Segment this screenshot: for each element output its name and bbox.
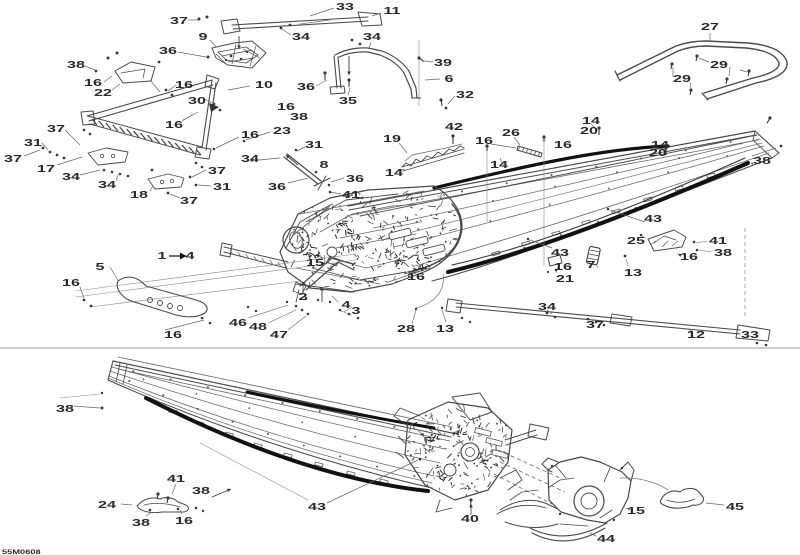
svg-text:30: 30 <box>188 95 206 106</box>
svg-text:29: 29 <box>710 59 728 70</box>
svg-text:31: 31 <box>24 137 43 148</box>
svg-text:16: 16 <box>407 271 425 282</box>
svg-text:16: 16 <box>554 261 572 272</box>
svg-text:14: 14 <box>651 139 670 150</box>
svg-text:14: 14 <box>490 159 509 170</box>
svg-text:11: 11 <box>383 5 401 16</box>
svg-text:38: 38 <box>132 517 151 528</box>
svg-text:46: 46 <box>229 317 247 328</box>
svg-text:36: 36 <box>268 181 286 192</box>
svg-text:16: 16 <box>62 277 80 288</box>
svg-text:18: 18 <box>130 189 149 200</box>
svg-text:38: 38 <box>192 485 211 496</box>
svg-text:42: 42 <box>445 121 463 132</box>
svg-text:31: 31 <box>213 181 232 192</box>
svg-text:41: 41 <box>709 235 728 246</box>
svg-text:37: 37 <box>47 123 65 134</box>
svg-text:37: 37 <box>208 165 226 176</box>
svg-text:19: 19 <box>383 133 401 144</box>
svg-text:28: 28 <box>397 323 416 334</box>
svg-text:34: 34 <box>538 301 557 312</box>
svg-text:29: 29 <box>673 73 691 84</box>
svg-text:34: 34 <box>98 179 117 190</box>
svg-text:3: 3 <box>352 305 361 316</box>
svg-text:37: 37 <box>586 319 604 330</box>
svg-text:43: 43 <box>644 213 662 224</box>
svg-text:16: 16 <box>164 329 182 340</box>
svg-text:34: 34 <box>62 171 81 182</box>
svg-text:1: 1 <box>158 250 168 261</box>
svg-text:23: 23 <box>273 125 291 136</box>
svg-text:10: 10 <box>255 79 273 90</box>
svg-text:38: 38 <box>753 155 772 166</box>
svg-text:38: 38 <box>714 247 733 258</box>
svg-text:16: 16 <box>175 515 193 526</box>
svg-text:33: 33 <box>741 329 759 340</box>
svg-text:45: 45 <box>726 501 745 512</box>
svg-text:38: 38 <box>56 403 75 414</box>
svg-text:26: 26 <box>502 127 520 138</box>
svg-text:17: 17 <box>37 163 55 174</box>
svg-text:7: 7 <box>587 259 596 270</box>
svg-text:40: 40 <box>461 513 479 524</box>
svg-text:15: 15 <box>306 257 325 268</box>
svg-text:4: 4 <box>186 250 196 261</box>
svg-text:12: 12 <box>687 329 705 340</box>
svg-text:35: 35 <box>339 95 358 106</box>
svg-text:13: 13 <box>624 267 642 278</box>
svg-text:8: 8 <box>320 159 330 170</box>
svg-text:36: 36 <box>346 173 364 184</box>
svg-text:41: 41 <box>167 473 186 484</box>
svg-text:16: 16 <box>84 77 102 88</box>
svg-text:37: 37 <box>180 195 198 206</box>
svg-text:14: 14 <box>582 115 601 126</box>
svg-text:43: 43 <box>551 247 569 258</box>
svg-text:4: 4 <box>342 299 352 310</box>
svg-text:37: 37 <box>170 15 188 26</box>
svg-text:21: 21 <box>556 273 575 284</box>
svg-text:13: 13 <box>436 323 454 334</box>
svg-text:5: 5 <box>96 261 106 272</box>
svg-text:9: 9 <box>199 31 208 42</box>
svg-text:47: 47 <box>270 329 288 340</box>
svg-text:55M0608: 55M0608 <box>2 548 41 555</box>
svg-text:34: 34 <box>363 31 382 42</box>
svg-text:25: 25 <box>627 235 646 246</box>
svg-text:16: 16 <box>475 135 493 146</box>
svg-text:33: 33 <box>336 1 354 12</box>
svg-text:39: 39 <box>434 57 452 68</box>
svg-text:34: 34 <box>292 31 311 42</box>
svg-text:20: 20 <box>580 125 598 136</box>
svg-text:38: 38 <box>290 111 309 122</box>
svg-text:16: 16 <box>680 251 698 262</box>
svg-text:15: 15 <box>627 505 646 516</box>
svg-text:44: 44 <box>597 533 616 544</box>
svg-text:2: 2 <box>299 291 308 302</box>
svg-text:16: 16 <box>554 139 572 150</box>
svg-text:43: 43 <box>308 501 326 512</box>
svg-text:31: 31 <box>305 139 324 150</box>
svg-text:32: 32 <box>456 89 474 100</box>
svg-text:41: 41 <box>342 189 361 200</box>
svg-text:22: 22 <box>94 87 112 98</box>
svg-text:36: 36 <box>159 45 177 56</box>
svg-text:24: 24 <box>98 499 117 510</box>
svg-text:20: 20 <box>649 147 667 158</box>
svg-text:16: 16 <box>175 79 193 90</box>
svg-text:14: 14 <box>385 167 404 178</box>
svg-text:48: 48 <box>249 321 268 332</box>
svg-text:27: 27 <box>701 21 719 32</box>
svg-text:16: 16 <box>277 101 295 112</box>
svg-text:34: 34 <box>241 153 260 164</box>
svg-text:38: 38 <box>67 59 86 70</box>
svg-text:16: 16 <box>241 129 259 140</box>
svg-text:6: 6 <box>445 73 454 84</box>
svg-text:36: 36 <box>297 81 315 92</box>
svg-text:16: 16 <box>165 119 183 130</box>
svg-text:37: 37 <box>4 153 22 164</box>
